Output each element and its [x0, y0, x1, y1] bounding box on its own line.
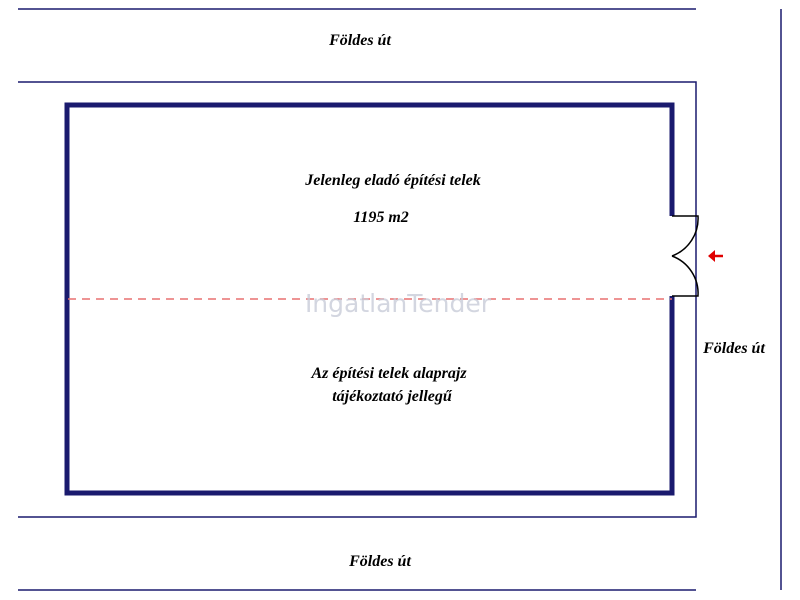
gate-icon — [671, 215, 699, 297]
plot-border — [64, 102, 675, 496]
plot-title: Jelenleg eladó építési telek — [304, 172, 481, 189]
plot-note-line1: Az építési telek alaprajz — [310, 365, 467, 382]
entrance-arrow-icon — [708, 250, 723, 262]
plot-note-line2: tájékoztató jellegű — [332, 388, 453, 405]
plot-area: 1195 m2 — [353, 209, 409, 226]
road-label-top: Földes út — [328, 32, 391, 49]
watermark: IngatlanTender — [305, 289, 492, 318]
road-inner-boundary — [18, 81, 697, 518]
road-label-right: Földes út — [702, 340, 765, 357]
road-label-bottom: Földes út — [348, 553, 411, 570]
